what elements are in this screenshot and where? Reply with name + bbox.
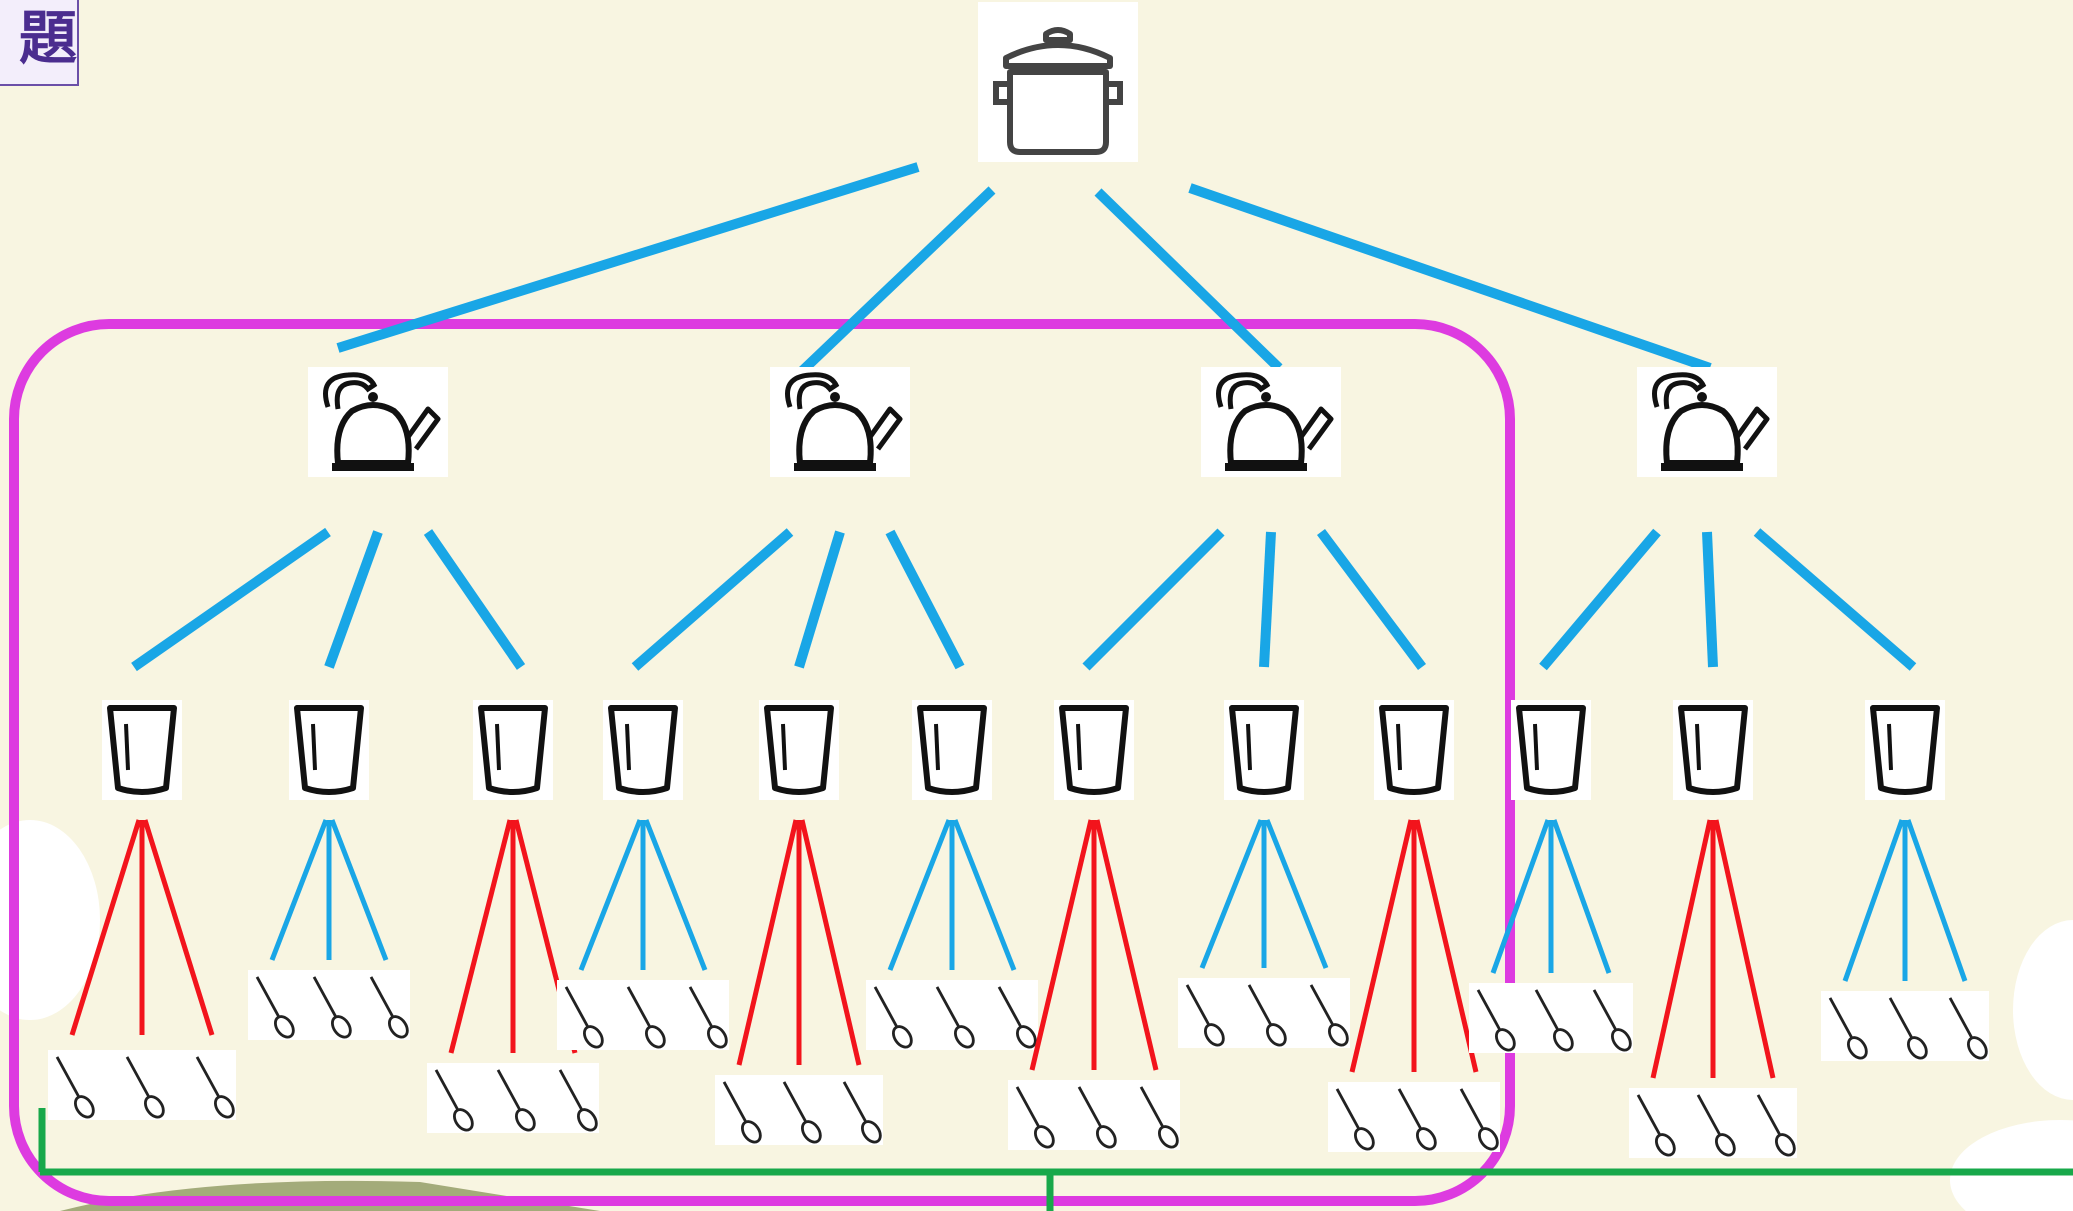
cup-icon <box>759 700 839 800</box>
cup-icon <box>1865 700 1945 800</box>
edge-cup-to-spoon <box>643 819 708 971</box>
edge-cup-to-spoon <box>799 819 862 1066</box>
edge-cup-to-spoon <box>887 819 952 971</box>
edge-cup-to-spoon <box>329 819 389 961</box>
cup-icon <box>912 700 992 800</box>
highlight-frame <box>9 319 1515 1206</box>
edge-cup-to-spoon <box>1349 819 1414 1073</box>
edge-cup-to-spoon <box>1842 819 1905 982</box>
edge-cup-to-spoon <box>1414 819 1479 1073</box>
edge-kettle-to-cup <box>1259 531 1276 668</box>
cup-icon <box>603 700 683 800</box>
edge-cup-to-spoon <box>269 819 329 961</box>
cup-icon <box>289 700 369 800</box>
edge-cup-to-spoon <box>1094 819 1159 1071</box>
edge-kettle-to-cup <box>1316 529 1427 670</box>
background-cloud-bottom-right <box>1950 1120 2073 1211</box>
edge-cup-to-spoon <box>1650 819 1713 1079</box>
edge-cup-to-spoon <box>578 819 643 971</box>
edge-kettle-to-cup <box>1082 528 1225 671</box>
edge-kettle-to-cup <box>631 528 794 671</box>
edge-cup-to-spoon <box>1029 819 1094 1071</box>
cup-icon <box>1054 700 1134 800</box>
edge-cup-to-spoon <box>69 819 142 1036</box>
edge-kettle-to-cup <box>1702 531 1718 668</box>
edge-cup-to-spoon <box>1264 819 1329 969</box>
edge-cup-to-spoon <box>142 819 215 1036</box>
edge-cup-to-spoon <box>1551 819 1612 974</box>
pot-icon <box>978 2 1138 162</box>
edge-kettle-to-cup <box>324 530 383 669</box>
kettle-icon <box>1637 367 1777 477</box>
edge-cup-to-spoon <box>736 819 799 1066</box>
kettle-icon <box>1201 367 1341 477</box>
edge-cup-to-spoon <box>1199 819 1264 969</box>
edge-cup-to-spoon <box>1713 819 1776 1079</box>
edge-kettle-to-cup <box>1753 528 1917 671</box>
cup-icon <box>1511 700 1591 800</box>
background-cloud-left <box>0 820 100 1020</box>
edge-root-to-kettle <box>1094 188 1283 372</box>
kettle-icon <box>308 367 448 477</box>
cup-icon <box>102 700 182 800</box>
background-cloud-right <box>2013 920 2073 1100</box>
edge-root-to-kettle <box>1188 183 1712 373</box>
edge-cup-to-spoon <box>1905 819 1968 982</box>
kettle-icon <box>770 367 910 477</box>
edge-cup-to-spoon <box>448 819 513 1054</box>
edge-cup-to-spoon <box>1490 819 1551 974</box>
cup-icon <box>473 700 553 800</box>
background-hill <box>60 1180 600 1211</box>
edge-kettle-to-cup <box>1539 528 1661 671</box>
edge-cup-to-spoon <box>952 819 1017 971</box>
cup-icon <box>1673 700 1753 800</box>
cup-icon <box>1374 700 1454 800</box>
cup-icon <box>1224 700 1304 800</box>
edge-root-to-kettle <box>796 186 996 377</box>
edge-root-to-kettle <box>336 162 920 353</box>
title-fragment: 題 <box>0 0 79 86</box>
edge-kettle-to-cup <box>131 527 331 672</box>
edge-kettle-to-cup <box>885 529 965 670</box>
edge-kettle-to-cup <box>423 529 526 670</box>
edge-kettle-to-cup <box>794 530 845 669</box>
